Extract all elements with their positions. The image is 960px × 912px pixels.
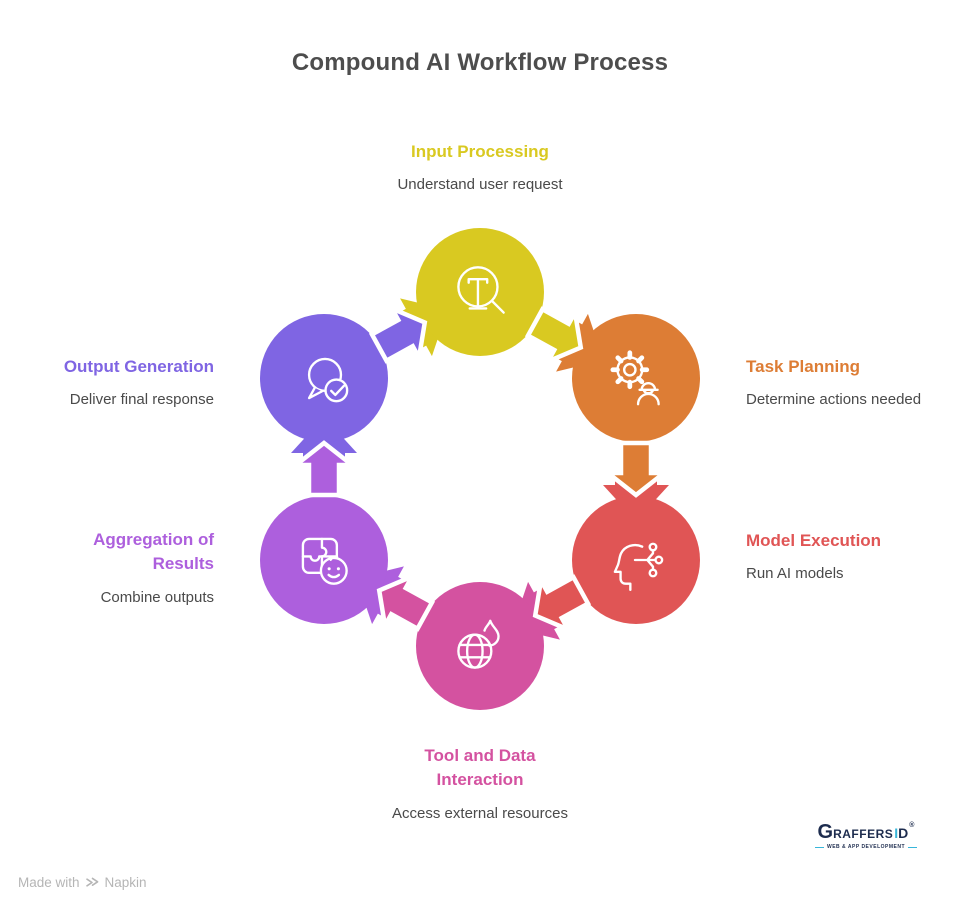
node-description-task-planning: Determine actions needed [746,391,922,408]
registered-trademark-icon: ® [909,822,915,829]
node-circle-tool-data-interaction [416,582,544,710]
node-label-tool-data-interaction: Tool and Data Interaction [424,746,536,789]
gear-worker-icon [610,350,660,406]
logo-raffers: RAFFERS [833,827,894,841]
logo-letter-g: G [817,821,834,843]
globe-flame-icon [457,619,500,669]
graffersid-logo: G RAFFERS I D ® WEB & APP DEVELOPMENT [816,822,916,850]
node-circle-task-planning [572,314,700,442]
node-description-aggregation-of-results: Combine outputs [100,589,214,606]
node-label-aggregation-of-results: Aggregation of Results [93,530,214,573]
node-circle-model-execution [572,496,700,624]
node-circle-input-processing [416,228,544,356]
node-description-input-processing: Understand user request [397,176,563,193]
puzzle-smiley-icon [301,537,348,585]
napkin-brand-text: Napkin [104,875,147,890]
made-with-text: Made with [18,875,80,890]
logo-tagline: WEB & APP DEVELOPMENT [816,844,916,850]
node-description-model-execution: Run AI models [746,565,844,582]
logo-letter-d: D [898,825,909,841]
node-description-tool-data-interaction: Access external resources [392,805,568,822]
graffersid-wordmark: G RAFFERS I D ® [816,822,916,842]
made-with-napkin: Made with Napkin [18,875,147,890]
logo-letter-i: I [894,825,899,841]
napkin-icon [85,877,98,887]
text-search-icon [457,266,505,314]
node-label-output-generation: Output Generation [63,357,214,376]
page-title: Compound AI Workflow Process [291,49,669,76]
node-circle-output-generation [260,314,388,442]
chat-check-icon [307,357,349,403]
node-description-output-generation: Deliver final response [69,391,214,408]
node-label-input-processing: Input Processing [411,142,549,161]
node-circle-aggregation-of-results [260,496,388,624]
head-circuit-icon [613,542,664,592]
node-label-task-planning: Task Planning [746,357,860,376]
node-label-model-execution: Model Execution [746,531,882,550]
